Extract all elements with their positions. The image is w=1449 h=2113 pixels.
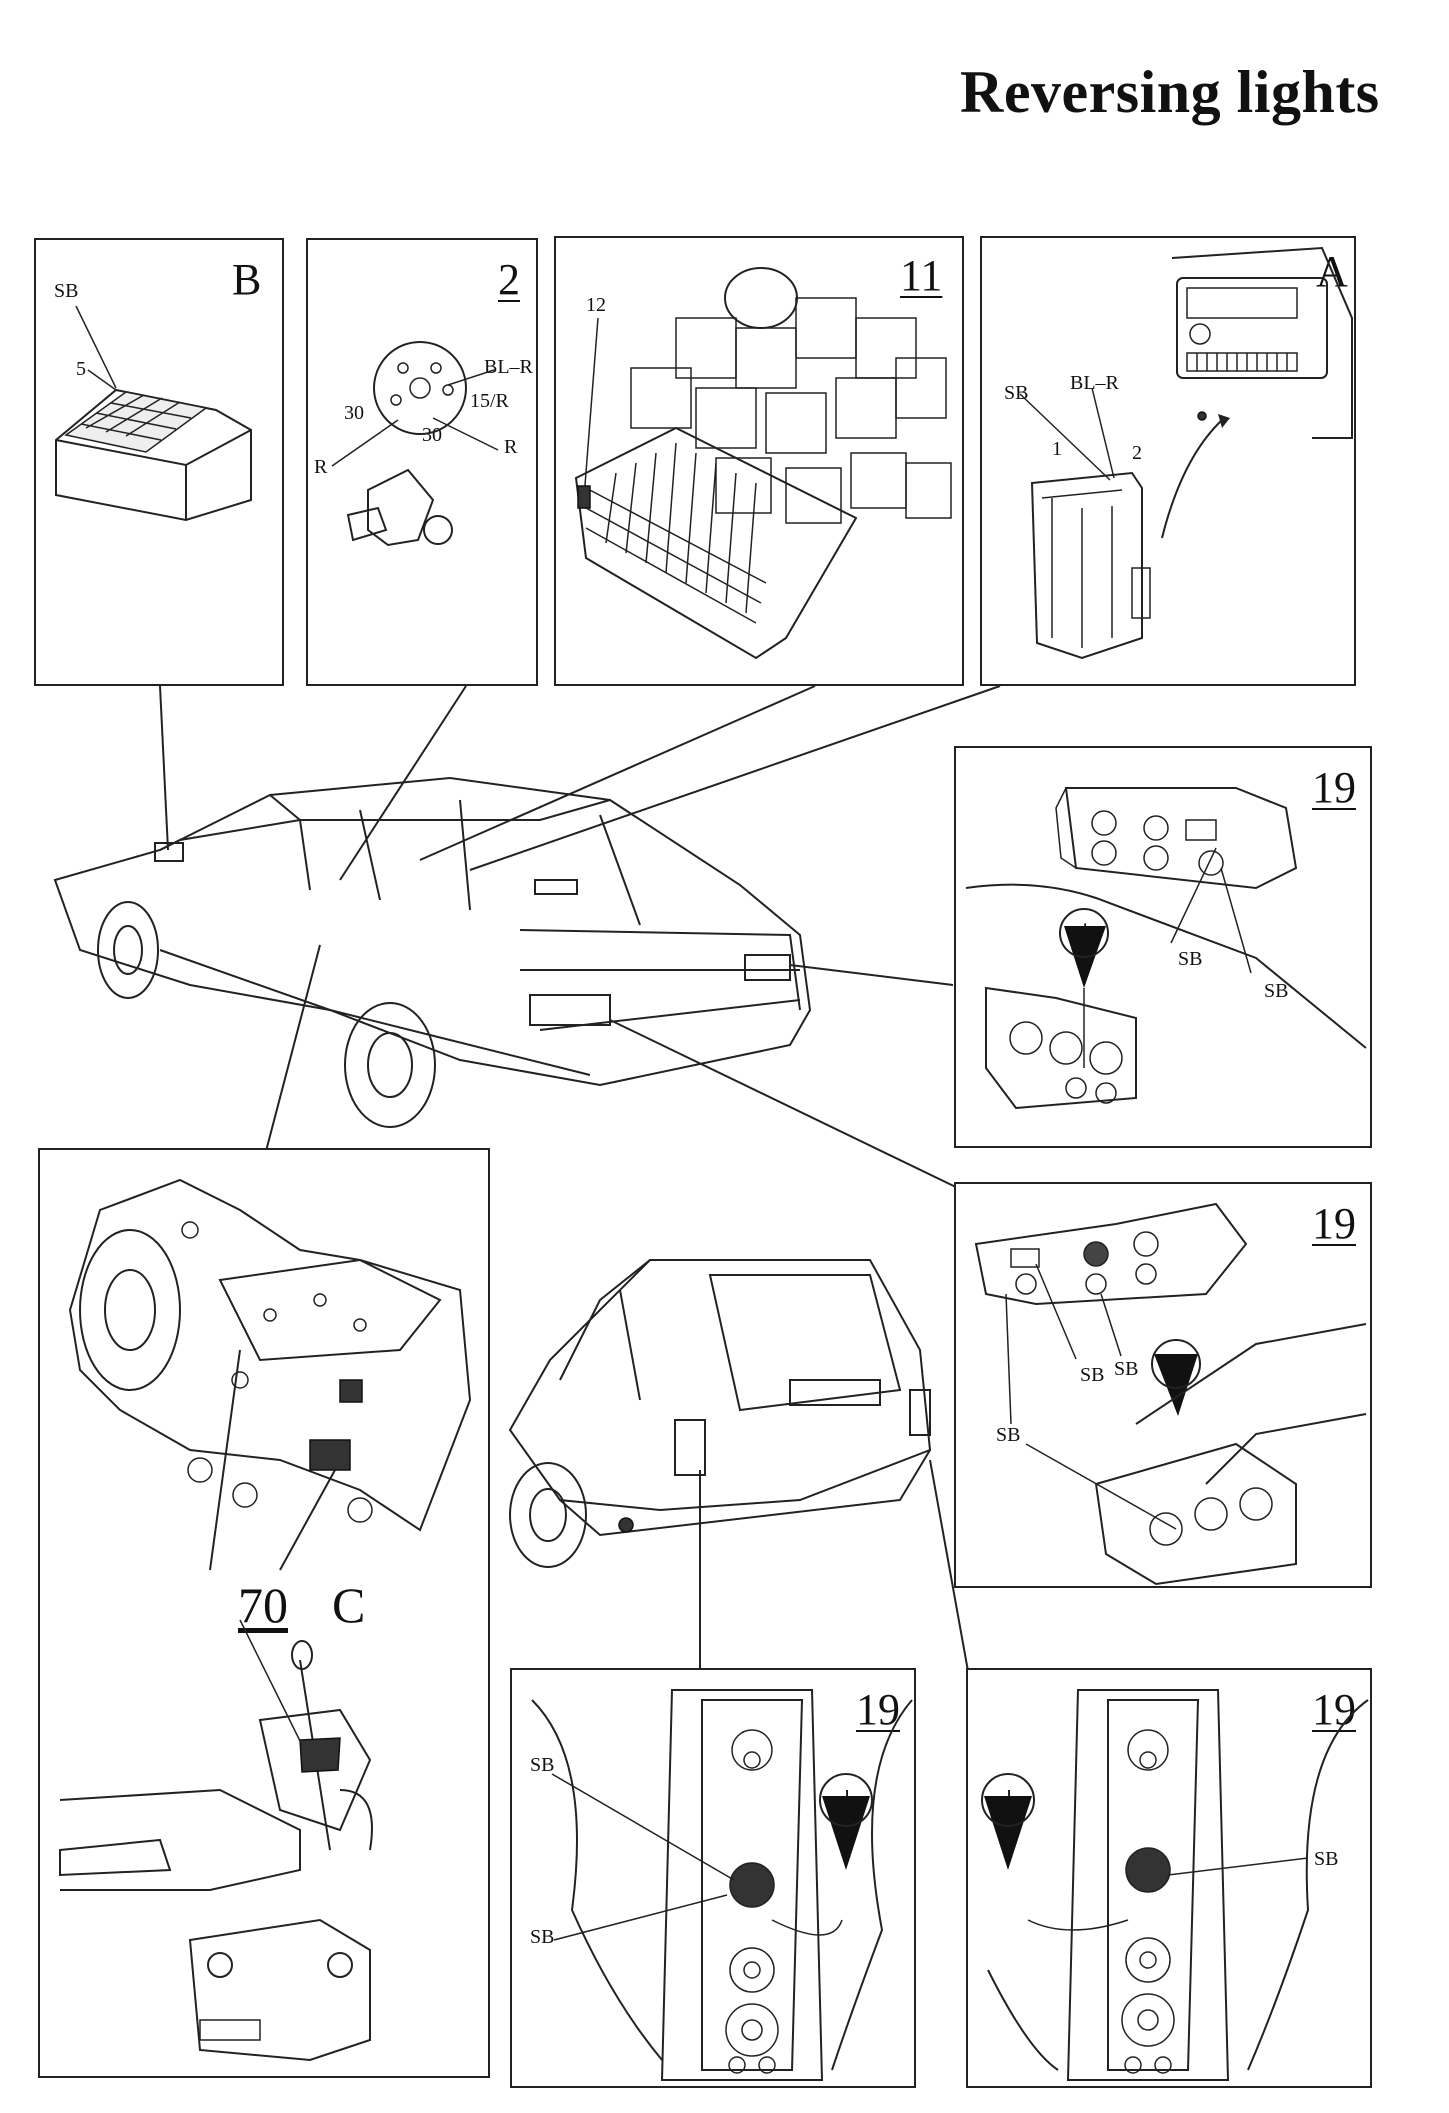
label-r2: R <box>504 436 518 458</box>
label-bl-r: BL–R <box>1070 372 1119 394</box>
label-1: 1 <box>1052 438 1062 460</box>
page-title: Reversing lights <box>960 59 1380 125</box>
panel-label: 11 <box>900 251 943 300</box>
label-bl-r: BL–R <box>484 356 533 378</box>
panel-19-sedan-taillight: 19 SB SB ⊥ <box>954 746 1372 1148</box>
panel-label: 19 <box>1312 763 1356 812</box>
label-sb-1: SB <box>1314 1848 1339 1870</box>
panel-gearbox: 70 C <box>38 1148 490 2078</box>
ground-symbol: ⊥ <box>834 1784 860 1819</box>
label-sb-2: SB <box>1264 980 1289 1002</box>
ground-symbol: ⊥ <box>1073 917 1097 950</box>
label-r1: R <box>314 456 328 478</box>
label-sb-1: SB <box>1178 948 1203 970</box>
panel-label: 19 <box>856 1685 900 1734</box>
panel-11-central-electrical-unit: 11 12 <box>554 236 964 686</box>
estate-car <box>508 1259 932 1568</box>
panel-b-fusebox: B SB 5 <box>34 238 284 686</box>
label-30b: 30 <box>422 424 442 446</box>
label-sb-2: SB <box>530 1926 555 1948</box>
label-70: 70 <box>238 1577 288 1633</box>
ground-symbol: ⊥ <box>996 1784 1022 1819</box>
label-sb-2: SB <box>1114 1358 1139 1380</box>
label-2: 2 <box>1132 442 1142 464</box>
sedan-car <box>53 776 812 1128</box>
label-sb: SB <box>1004 382 1029 404</box>
label-30a: 30 <box>344 402 364 424</box>
label-15r: 15/R <box>470 390 509 412</box>
label-c: C <box>332 1577 366 1633</box>
panel-19-estate-taillight: 19 SB SB SB ⊥ <box>954 1182 1372 1588</box>
panel-label: B <box>232 255 262 304</box>
ground-symbol: ⊥ <box>1165 1348 1189 1381</box>
label-sb-3: SB <box>996 1424 1021 1446</box>
label-sb-1: SB <box>530 1754 555 1776</box>
label-sb: SB <box>54 280 79 302</box>
panel-19-bulbholder-right: 19 SB ⊥ <box>966 1668 1372 2088</box>
panel-label: 19 <box>1312 1199 1356 1248</box>
panel-a-connector: A SB BL–R 1 2 <box>980 236 1356 686</box>
panel-2-switch: 2 BL–R 15/R 30 30 R R <box>306 238 538 686</box>
panel-19-bulbholder-left: 19 SB SB ⊥ <box>510 1668 916 2088</box>
label-5: 5 <box>76 358 86 380</box>
panel-label: 19 <box>1312 1685 1356 1734</box>
label-sb-1: SB <box>1080 1364 1105 1386</box>
panel-label: 2 <box>498 255 520 304</box>
label-12: 12 <box>586 294 606 316</box>
